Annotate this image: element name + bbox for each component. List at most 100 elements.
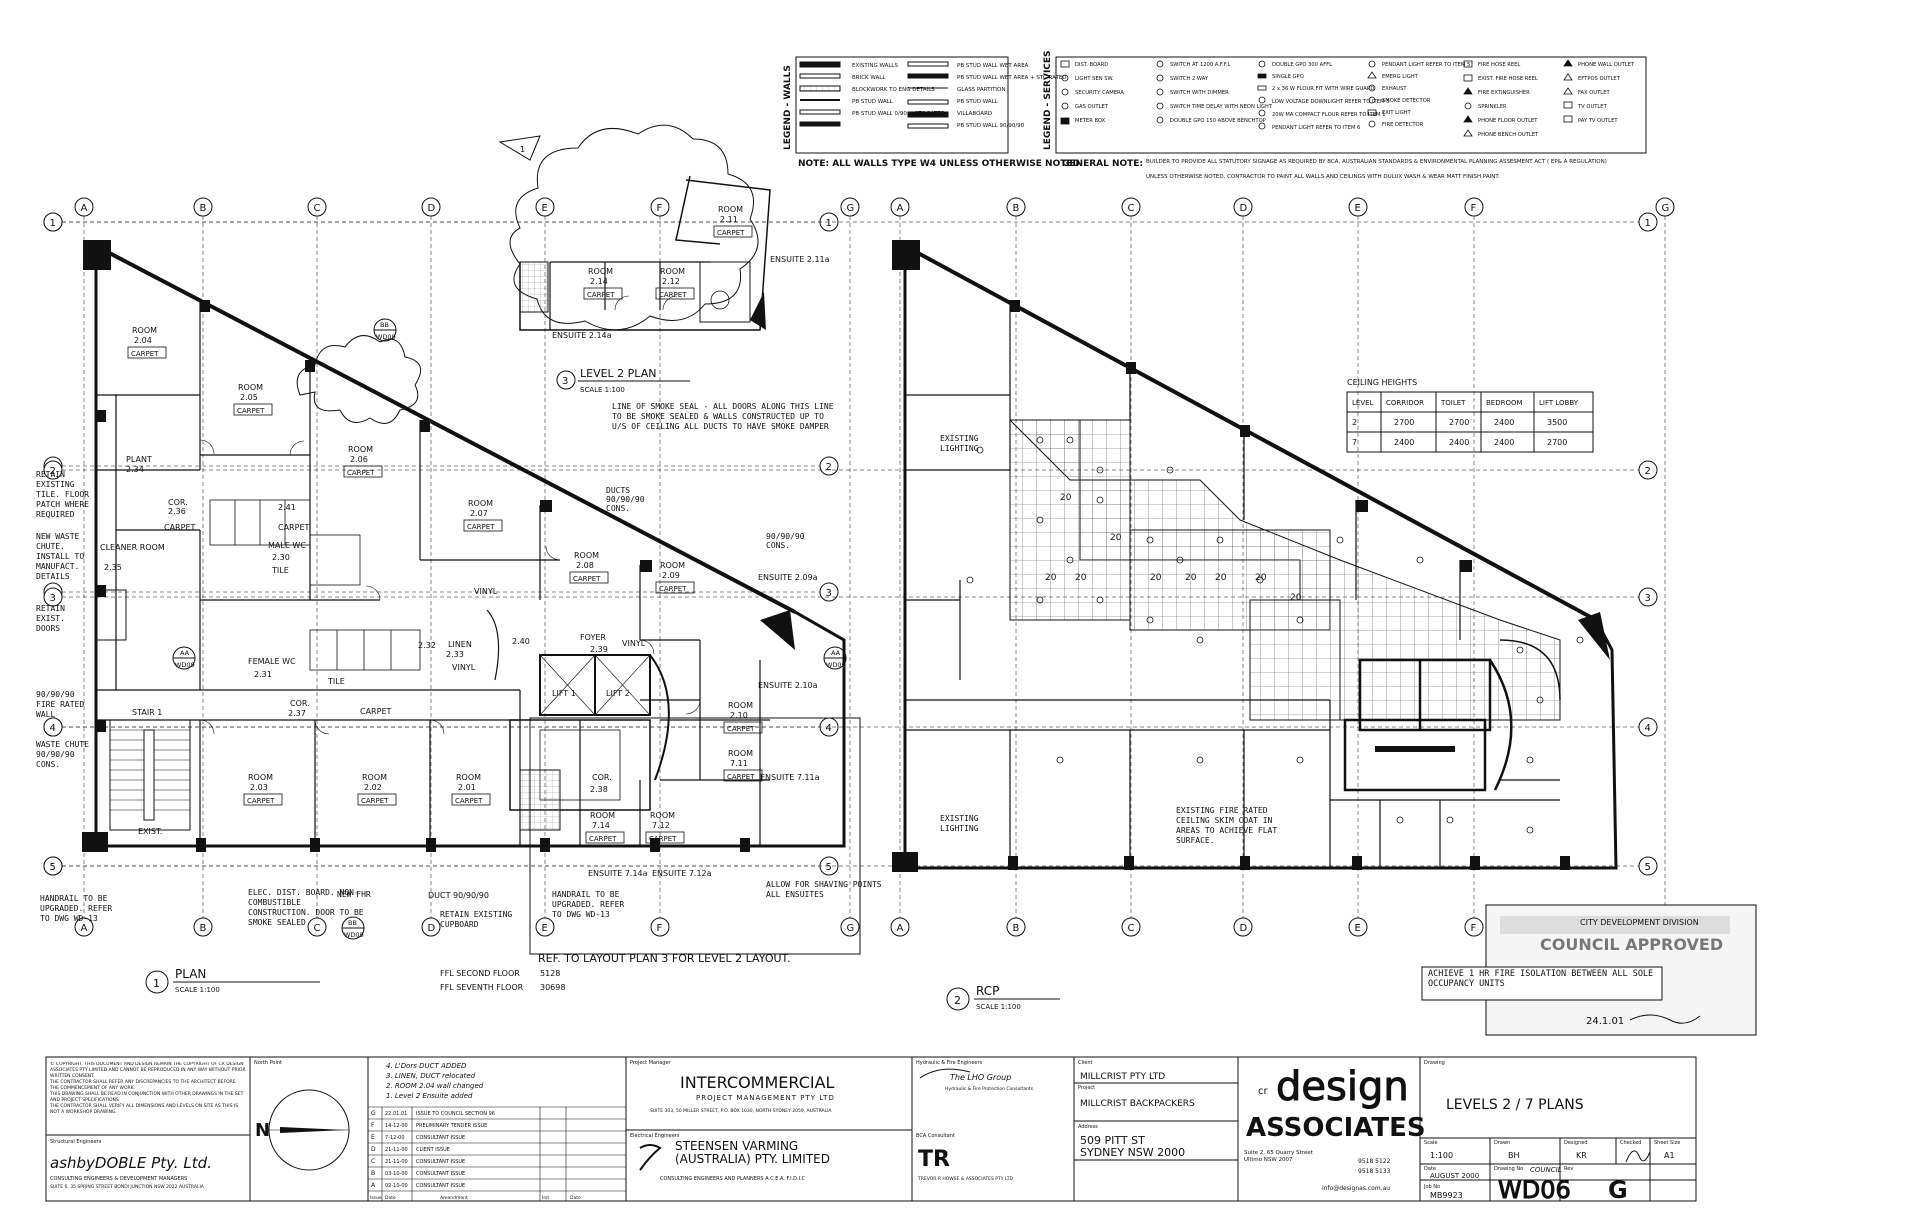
room-finish: CARPET: [237, 407, 265, 415]
general-note-line2: UNLESS OTHERWISE NOTED, CONTRACTOR TO PA…: [1146, 174, 1500, 180]
grid-letter-left: E: [542, 203, 548, 214]
firm-prefix: cr: [1258, 1086, 1268, 1097]
revision-header: Date: [385, 1195, 396, 1201]
handwritten-note: 4. L'Dors DUCT ADDED: [386, 1062, 467, 1070]
room-name: ROOM: [456, 773, 481, 782]
svg-text:SCALE 1:100: SCALE 1:100: [175, 986, 220, 994]
address-line2: SYDNEY NSW 2000: [1080, 1146, 1185, 1159]
svg-text:WD09: WD09: [826, 661, 846, 669]
svg-text:LIFT 1: LIFT 1: [552, 689, 576, 698]
room-name: ROOM: [132, 326, 157, 335]
council-handwritten: COUNCIL: [1530, 1166, 1562, 1174]
title-block-text: © COPYRIGHT. THIS DOCUMENT AND DESIGN RE…: [50, 1060, 1680, 1205]
revision-amendment: CONSULTANT ISSUE: [416, 1159, 465, 1165]
downlight-icon: [976, 446, 984, 454]
room-finish: CARPET: [347, 469, 375, 477]
project-name: MILLCRIST BACKPACKERS: [1080, 1099, 1195, 1109]
svg-text:WD09: WD09: [175, 661, 195, 669]
downlight-icon: [1416, 556, 1424, 564]
grid-number-right: 3: [50, 593, 56, 604]
revision-amendment: CONSULTANT ISSUE: [416, 1135, 465, 1141]
svg-text:SWITCH TIME DELAY WITH NEON LI: SWITCH TIME DELAY WITH NEON LIGHT: [1170, 104, 1273, 110]
room-finish: CARPET: [587, 291, 615, 299]
legend-services-symbols: [1060, 59, 1573, 137]
svg-text:2.32: 2.32: [418, 641, 436, 650]
legend-walls-swatches: [799, 61, 949, 129]
downlight-icon: [1096, 596, 1104, 604]
svg-text:EMERG LIGHT: EMERG LIGHT: [1382, 74, 1419, 80]
firm-fax: 9518 5133: [1358, 1168, 1391, 1175]
legend-walls-item: BRICK WALL: [852, 75, 886, 81]
elec-label: Electrical Engineers: [630, 1133, 680, 1139]
grid-number-right: 5: [1645, 862, 1651, 873]
room-finish: CARPET: [361, 797, 389, 805]
waste-chute-note: NEW WASTE CHUTE. INSTALL TO MANUFACT. DE…: [36, 532, 85, 581]
bca-label: BCA Consultant: [916, 1133, 955, 1139]
svg-text:PHONE WALL OUTLET: PHONE WALL OUTLET: [1578, 62, 1635, 68]
svg-text:2.33: 2.33: [446, 650, 464, 659]
project-label: Project: [1078, 1085, 1095, 1091]
downlight-icon: [1296, 616, 1304, 624]
room-number: 2.04: [134, 336, 152, 345]
ffl7-label: FFL SEVENTH FLOOR: [440, 983, 524, 992]
revision-amendment: CLIENT ISSUE: [416, 1147, 450, 1153]
drawn-label: Drawn: [1494, 1140, 1510, 1146]
room-number: 7.11: [730, 759, 748, 768]
approval-signature: [1629, 1014, 1701, 1024]
downlight-icon: [1216, 536, 1224, 544]
downlight-icon: [1536, 696, 1544, 704]
grid-left: AABBCCDDEEFFGG1122334455: [43, 197, 860, 937]
light-type-tag: 20: [1075, 573, 1087, 583]
legend-walls-items: EXISTING WALLS BRICK WALL BLOCKWORK TO E…: [852, 63, 1067, 129]
stamp-title: CITY DEVELOPMENT DIVISION: [1580, 918, 1699, 927]
light-type-tag: 20: [1255, 573, 1267, 583]
revision-date: 21-11-00: [385, 1159, 408, 1165]
address-label: Address: [1078, 1124, 1098, 1130]
handrail2-note: HANDRAIL TO BE UPGRADED. REFER TO DWG WD…: [552, 890, 625, 919]
ceiling-header-cell: TOILET: [1440, 399, 1466, 407]
room-name: ROOM: [660, 267, 685, 276]
downlight-icon: [1296, 756, 1304, 764]
ref-layout-note: REF. TO LAYOUT PLAN 3 FOR LEVEL 2 LAYOUT…: [538, 952, 790, 965]
grid-letter-right: E: [1355, 923, 1361, 934]
room-number: 2.06: [350, 455, 368, 464]
room-name: ROOM: [728, 701, 753, 710]
svg-text:SWITCH AT 1200 A.F.F.L: SWITCH AT 1200 A.F.F.L: [1170, 62, 1231, 68]
room-finish: CARPET: [573, 575, 601, 583]
grid-number-right: 1: [1645, 218, 1651, 229]
svg-text:CARPET: CARPET: [360, 707, 391, 716]
section-markers: [172, 318, 847, 940]
ceiling-value-cell: 2400: [1494, 418, 1514, 427]
legend-walls-item: PB STUD WALL WET AREA: [957, 63, 1029, 69]
svg-text:SWITCH 2 WAY: SWITCH 2 WAY: [1170, 76, 1209, 82]
rcp-title: RCP: [976, 984, 999, 998]
north-point-label: North Point: [254, 1060, 282, 1066]
svg-text:PAY TV OUTLET: PAY TV OUTLET: [1578, 118, 1618, 124]
legend-walls-note: NOTE: ALL WALLS TYPE W4 UNLESS OTHERWISE…: [798, 159, 1080, 169]
grid-letter-right: B: [1013, 203, 1020, 214]
light-type-tag: 20: [1215, 573, 1227, 583]
jobno-label: Job No: [1423, 1184, 1440, 1190]
legend-walls-item: PB STUD WALL 0/90 + STC RATED: [852, 111, 945, 117]
downlight-icon: [1146, 616, 1154, 624]
room-finish: CARPET: [717, 229, 745, 237]
room-name: ROOM: [590, 811, 615, 820]
firm-phone: 9518 5122: [1358, 1158, 1391, 1165]
svg-text:PLANT: PLANT: [126, 455, 152, 464]
ffl2-value: 5128: [540, 969, 560, 978]
plan-3-level2: [509, 124, 771, 331]
room-finish: CARPET: [455, 797, 483, 805]
firm-address: Suite 2, 65 Quarry Street Ultimo NSW 200…: [1244, 1150, 1313, 1163]
pm-sub: PROJECT MANAGEMENT PTY LTD: [696, 1094, 835, 1102]
revision-issue: C: [371, 1158, 375, 1165]
duct2-note: 90/90/90 CONS.: [766, 532, 805, 550]
ceiling-value-cell: 2700: [1394, 418, 1414, 427]
ceiling-value-cell: 2700: [1547, 438, 1567, 447]
svg-text:GAS OUTLET: GAS OUTLET: [1075, 104, 1109, 110]
grid-letter-left: F: [657, 923, 663, 934]
svg-text:2.35: 2.35: [104, 563, 122, 572]
ceiling-value-cell: 2400: [1494, 438, 1514, 447]
elec-sub: CONSULTING ENGINEERS AND PLANNERS A.C.E.…: [660, 1176, 806, 1182]
